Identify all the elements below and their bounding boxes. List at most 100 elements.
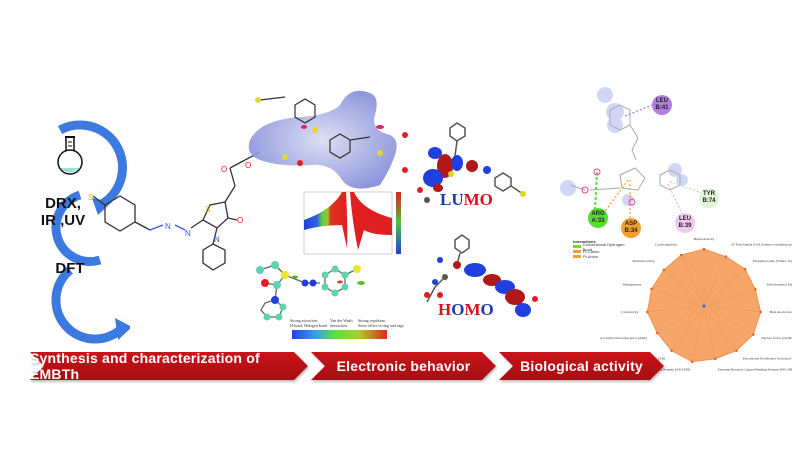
stage-synthesis-label: Synthesis and characterization of EMBTh xyxy=(30,350,260,382)
lumo-letter: O xyxy=(479,190,493,209)
cycle-arrows xyxy=(51,120,130,344)
legend-item: Pi-Anion xyxy=(573,254,633,259)
lumo-letter: L xyxy=(440,190,452,209)
radar-point xyxy=(713,357,717,361)
radar-point xyxy=(655,331,659,335)
rdg-scatter-plot xyxy=(292,190,422,270)
homo-letter: O xyxy=(451,300,465,319)
radar-point xyxy=(690,360,694,364)
lumo-letter: U xyxy=(451,190,464,209)
legend-item: Pi-Cation xyxy=(573,249,633,254)
oxygen-atom: O xyxy=(237,216,243,225)
stage-synthesis-banner: Synthesis and characterization of EMBTh xyxy=(30,350,308,382)
stage-electronic-label: Electronic behavior xyxy=(336,358,471,374)
radar-point xyxy=(702,247,706,251)
radar-axis-label: Peroxisome Proliferator Activated Recept… xyxy=(743,356,792,360)
nci-molecule-image xyxy=(256,261,365,321)
docking-2d-diagram xyxy=(560,87,709,225)
legend-label: Conventional Hydrogen Bond xyxy=(582,241,625,252)
homo-orbital-image xyxy=(424,234,538,317)
round-bottom-flask-icon xyxy=(57,136,83,175)
oxygen-atom: O xyxy=(245,161,251,170)
radar-spoke xyxy=(703,305,754,335)
radar-point xyxy=(646,310,649,314)
homo-letter: M xyxy=(464,300,481,319)
legend-label: Pi-Cation xyxy=(583,249,600,254)
interactions-legend: Interactions Conventional Hydrogen Bond … xyxy=(573,239,633,259)
radar-spoke xyxy=(703,289,756,307)
radar-axis-label: Nuclear factor (erythroid-derived 2)-lik… xyxy=(761,336,792,340)
radar-point xyxy=(662,268,666,272)
residue-asp-b34: ASP B:34 xyxy=(621,218,641,238)
legend-swatch xyxy=(573,250,581,253)
radar-axis-label: Mitochondrial Membrane Potential (MMP) xyxy=(767,283,792,287)
legend-swatch xyxy=(573,255,581,258)
radar-point xyxy=(670,349,673,352)
radar-axis-label: Heat shock factor response element (HSE) xyxy=(770,310,792,314)
radar-axis-label: Aryl hydrocarbon Receptor (AhR) xyxy=(600,336,648,340)
radar-spoke xyxy=(671,305,705,351)
nitrogen-atom: N xyxy=(185,229,191,238)
dft-label: DFT xyxy=(55,260,85,277)
stage-biological-banner: Biological activity xyxy=(499,352,664,380)
homo-letter: O xyxy=(480,300,494,319)
radar-spoke xyxy=(703,256,727,307)
hirshfeld-surface-image xyxy=(248,90,408,189)
lumo-label: LUMO xyxy=(440,190,493,210)
radar-spoke xyxy=(681,254,705,307)
legend-label: Pi-Anion xyxy=(583,254,599,259)
radar-axis-label: Phosphoprotein (Tumor Suppressor) p53 xyxy=(753,259,792,263)
radar-axis-label: Carcinogenicity xyxy=(655,243,678,247)
radar-point xyxy=(680,253,683,257)
oxygen-atom: O xyxy=(221,165,227,174)
radar-spoke xyxy=(663,269,705,307)
lumo-letter: M xyxy=(463,190,480,209)
radar-spoke xyxy=(651,288,705,307)
nci-color-scale xyxy=(292,330,387,339)
radar-point xyxy=(759,310,762,314)
radar-axis-label: Immunotoxicity xyxy=(632,259,655,263)
nitrogen-atom: N xyxy=(214,235,220,244)
stage-electronic-banner: Electronic behavior xyxy=(311,352,496,380)
legend-item: Conventional Hydrogen Bond xyxy=(573,241,633,252)
radar-center xyxy=(702,304,706,308)
toxicity-radar-chart: Hepatotoxicity AT Pase family AAA domain-… xyxy=(600,237,792,372)
nci-legend-vdw: Van der Waals interaction xyxy=(330,318,353,328)
radar-axis-label: Estrogen Receptor Ligand Binding Domain … xyxy=(718,368,792,372)
radar-spoke xyxy=(703,305,761,313)
radar-point xyxy=(724,255,728,258)
nci-legend: Strong attraction: H-bond, Halogen bond … xyxy=(290,318,404,342)
stage-biological-label: Biological activity xyxy=(520,358,643,374)
radar-point xyxy=(743,267,747,271)
lumo-orbital-image xyxy=(417,122,526,203)
interactions-legend-title: Interactions xyxy=(573,239,596,244)
residue-leu-b41: LEU B:41 xyxy=(652,95,672,115)
homo-label: HOMO xyxy=(438,300,494,320)
radar-point xyxy=(754,288,757,291)
sulfur-atom: S xyxy=(205,205,210,214)
radar-axis-label: Mutagenicity xyxy=(623,283,642,287)
radar-axis-label: AT Pase family AAA domain-containing pro… xyxy=(731,243,792,247)
radar-spoke xyxy=(647,305,705,313)
radar-spoke xyxy=(691,305,705,362)
radar-axis-label: Hepatotoxicity xyxy=(694,237,715,241)
legend-swatch xyxy=(573,245,581,248)
nitrogen-atom: N xyxy=(165,222,171,231)
radar-point xyxy=(752,333,755,336)
radar-spoke xyxy=(703,305,716,359)
residue-arg-a33: ARG A:33 xyxy=(588,208,608,228)
homo-letter: H xyxy=(438,300,452,319)
radar-spoke xyxy=(657,305,705,334)
nci-legend-repulsion: Strong repulsion: Steric effect in ring … xyxy=(358,318,405,328)
radar-point xyxy=(735,349,738,352)
characterization-methods-label: DRX, IR ,UV xyxy=(40,195,86,229)
radar-point xyxy=(650,287,653,291)
radar-spoke xyxy=(703,305,737,351)
synthesis-panel: DRX, IR ,UV DFT S N N S N O O O xyxy=(0,90,280,344)
residue-leu-b39: LEU B:39 xyxy=(675,213,695,233)
radar-spoke xyxy=(703,268,746,307)
residue-tyr-b74: TYR B:74 xyxy=(699,188,719,208)
sulfur-atom: S xyxy=(88,193,93,202)
radar-axis-label: Cytotoxicity xyxy=(621,310,639,314)
nci-legend-attraction: Strong attraction: H-bond, Halogen bond xyxy=(290,318,327,328)
